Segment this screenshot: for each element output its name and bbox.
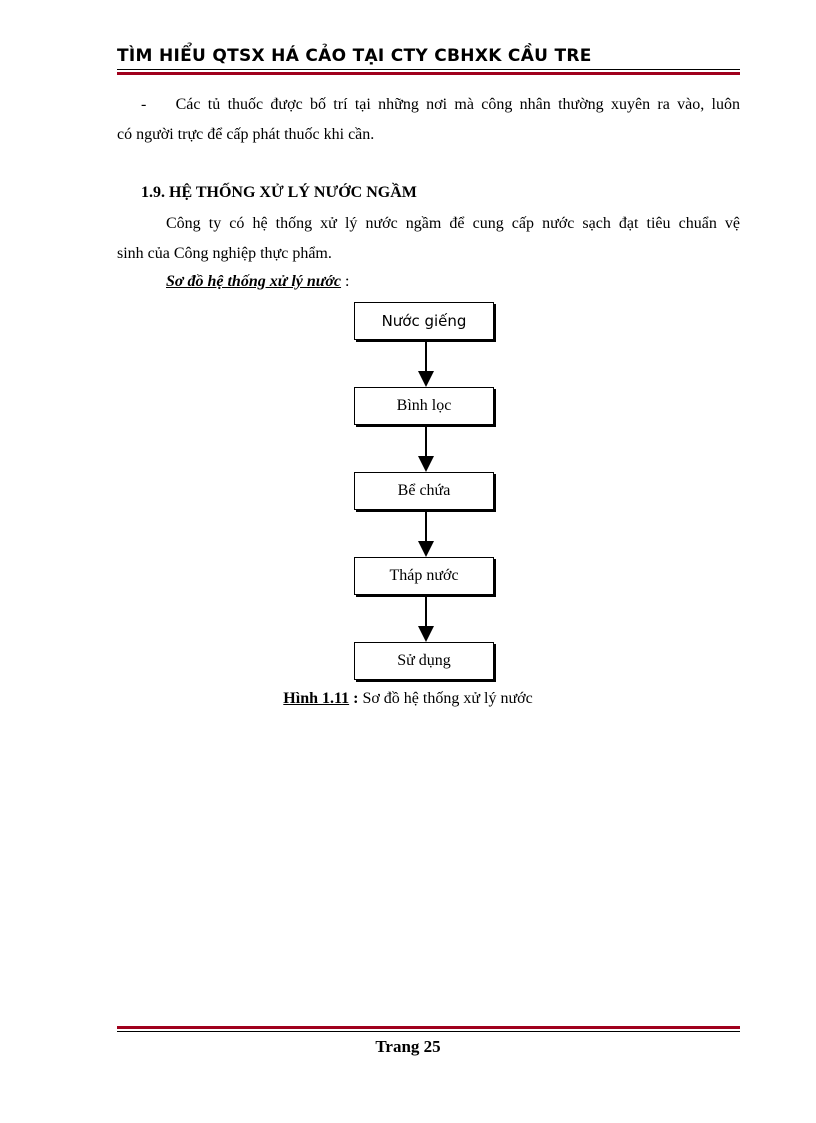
footer-rule-thin [117,1031,740,1032]
body-paragraph: Công ty có hệ thống xử lý nước ngầm để c… [117,209,740,269]
caption-text: Sơ đồ hệ thống xử lý nước [358,690,533,707]
body-line-2: sinh của Công nghiệp thực phẩm. [117,245,332,262]
bullet-dash: - [141,96,147,113]
caption-label: Hình 1.11 [283,690,350,707]
figure-caption: Hình 1.11 : Sơ đồ hệ thống xử lý nước [0,690,816,708]
bullet-line-1: - Các tủ thuốc được bố trí tại những nơi… [117,90,740,120]
body-line-1: Công ty có hệ thống xử lý nước ngầm để c… [166,215,740,232]
arrow-down-icon [418,425,434,472]
section-heading: 1.9. HỆ THỐNG XỬ LÝ NƯỚC NGẦM [141,184,417,201]
diagram-label-text: Sơ đồ hệ thống xử lý nước [166,273,342,290]
bullet-paragraph: - Các tủ thuốc được bố trí tại những nơi… [117,90,740,150]
flow-step-water-tower: Tháp nước [354,557,494,595]
flow-step-storage-tank: Bể chứa [354,472,494,510]
bullet-line-2: có người trực để cấp phát thuốc khi cần. [117,126,375,143]
flow-step-usage: Sử dụng [354,642,494,680]
header-rule-thin [117,69,740,70]
caption-colon: : [349,690,359,707]
flow-step-filter-tank: Bình lọc [354,387,494,425]
flow-step-well-water: Nước giếng [354,302,494,340]
page-header-title: TÌM HIỂU QTSX HÁ CẢO TẠI CTY CBHXK CẦU T… [117,46,592,66]
bullet-text-1: Các tủ thuốc được bố trí tại những nơi m… [175,96,741,113]
footer-rule-thick [117,1026,740,1029]
arrow-down-icon [418,340,434,387]
arrow-down-icon [418,510,434,557]
diagram-label-suffix: : [341,273,350,290]
arrow-down-icon [418,595,434,642]
diagram-label: Sơ đồ hệ thống xử lý nước : [166,273,349,291]
header-rule-thick [117,72,740,75]
page-number: Trang 25 [375,1037,441,1056]
